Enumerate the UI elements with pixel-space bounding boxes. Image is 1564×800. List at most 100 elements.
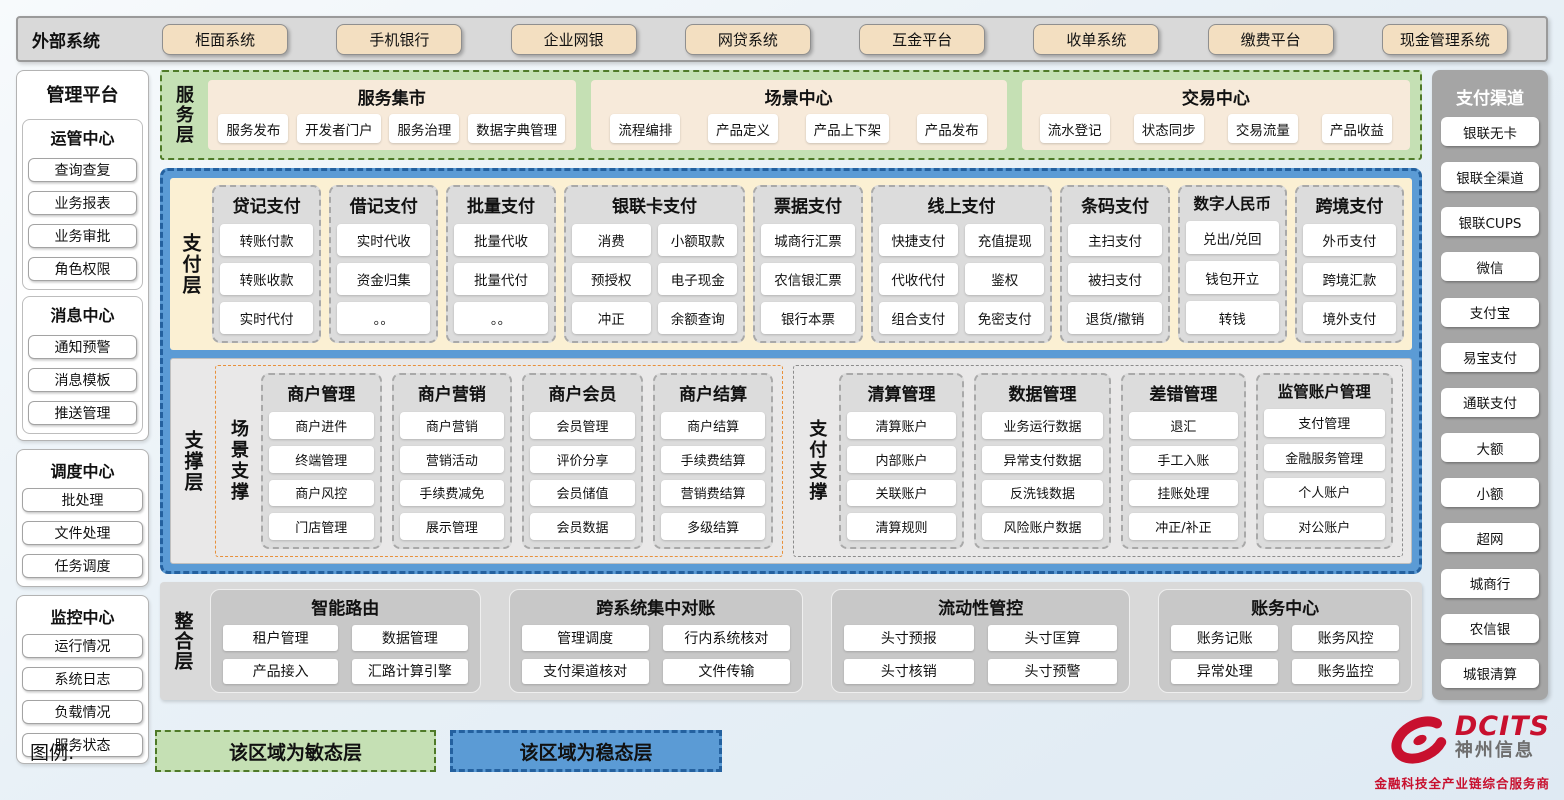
diagram-node: 转账付款 [220, 224, 313, 256]
integration-sections: 智能路由 租户管理数据管理产品接入汇路计算引擎 跨系统集中对账 管理调度行内系统… [210, 589, 1412, 693]
diagram-node: 营销费结算 [661, 480, 766, 507]
column-items: 支付管理金融服务管理个人账户对公账户 [1264, 409, 1385, 540]
diagram-node: 金融服务管理 [1264, 444, 1385, 472]
column-title: 清算管理 [847, 380, 955, 405]
diagram-node: 主扫支付 [1068, 224, 1161, 256]
diagram-node: 状态同步 [1134, 114, 1204, 143]
payment-channels-title: 支付渠道 [1441, 78, 1539, 113]
column-items: 业务运行数据异常支付数据反洗钱数据风险账户数据 [982, 412, 1103, 540]
column-title: 线上支付 [879, 192, 1045, 217]
section-title: 智能路由 [223, 594, 468, 619]
diagram-node: 负载情况 [22, 700, 143, 724]
section-title: 场景中心 [601, 84, 997, 109]
diagram-node: 开发者门户 [297, 114, 381, 143]
external-system-node: 柜面系统 [162, 24, 288, 55]
external-systems-title: 外部系统 [32, 27, 128, 52]
diagram-node: 城商行汇票 [761, 224, 854, 256]
column-barcode-payment: 条码支付 主扫支付被扫支付退货/撤销 [1060, 185, 1169, 343]
diagram-node: 充值提现 [965, 224, 1044, 256]
diagram-node: 产品收益 [1322, 114, 1392, 143]
column-unionpay-card: 银联卡支付 消费小额取款预授权电子现金冲正余额查询 [564, 185, 746, 343]
diagram-node: 异常处理 [1171, 659, 1278, 685]
diagram-node: 清算账户 [847, 412, 955, 439]
diagram-node: 任务调度 [22, 554, 143, 578]
diagram-node: 评价分享 [530, 446, 635, 473]
section-cross-system-reconciliation: 跨系统集中对账 管理调度行内系统核对支付渠道核对文件传输 [509, 589, 803, 693]
diagram-node: 跨境汇款 [1303, 263, 1396, 295]
diagram-node: 手续费结算 [661, 446, 766, 473]
diagram-node: 手工入账 [1129, 446, 1237, 473]
column-bill-payment: 票据支付 城商行汇票农信银汇票银行本票 [753, 185, 862, 343]
diagram-node: 头寸匡算 [988, 625, 1118, 651]
group-title: 消息中心 [28, 302, 137, 326]
column-items: 商户营销营销活动手续费减免展示管理 [400, 412, 505, 540]
payment-columns: 贷记支付 转账付款转账收款实时代付 借记支付 实时代收资金归集。。 批量支付 批… [212, 185, 1404, 343]
diagram-node: 文件处理 [22, 521, 143, 545]
logo-tagline: 金融科技全产业链综合服务商 [1360, 773, 1550, 792]
support-layer-label: 支撑层 [179, 365, 207, 557]
service-layer-sections: 服务集市 服务发布开发者门户服务治理数据字典管理 场景中心 流程编排产品定义产品… [208, 80, 1410, 150]
group-title: 监控中心 [22, 602, 143, 634]
diagram-node: 多级结算 [661, 513, 766, 540]
column-items: 实时代收资金归集。。 [337, 224, 430, 334]
diagram-node: 批量代付 [454, 263, 547, 295]
channel-node: 超网 [1441, 523, 1539, 552]
section-title: 跨系统集中对账 [522, 594, 790, 619]
diagram-node: 支付渠道核对 [522, 659, 649, 685]
diagram-node: 流程编排 [610, 114, 680, 143]
diagram-node: 终端管理 [269, 446, 374, 473]
channel-node: 农信银 [1441, 614, 1539, 643]
column-title: 差错管理 [1129, 380, 1237, 405]
management-platform-sidebar: 管理平台 运管中心 查询查复业务报表业务审批角色权限 消息中心 通知预警消息模板… [16, 70, 149, 700]
channel-node: 城银清算 [1441, 659, 1539, 688]
section-items: 管理调度行内系统核对支付渠道核对文件传输 [522, 625, 790, 684]
external-system-node: 收单系统 [1033, 24, 1159, 55]
group-label: 场景支撑 [225, 373, 251, 549]
diagram-node: 系统日志 [22, 667, 143, 691]
service-layer-label: 服务层 [170, 78, 196, 152]
section-title: 流动性管控 [844, 594, 1117, 619]
diagram-node: 产品定义 [708, 114, 778, 143]
column-items: 兑出/兑回钱包开立转钱 [1186, 221, 1279, 334]
column-items: 快捷支付充值提现代收代付鉴权组合支付免密支付 [879, 224, 1045, 334]
column-merchant-marketing: 商户营销 商户营销营销活动手续费减免展示管理 [392, 373, 513, 549]
section-items: 租户管理数据管理产品接入汇路计算引擎 [223, 625, 468, 684]
column-merchant-management: 商户管理 商户进件终端管理商户风控门店管理 [261, 373, 382, 549]
channel-node: 微信 [1441, 252, 1539, 281]
diagram-node: 农信银汇票 [761, 263, 854, 295]
legend-label: 图例: [30, 738, 74, 765]
column-items: 清算账户内部账户关联账户清算规则 [847, 412, 955, 540]
diagram-node: 实时代付 [220, 302, 313, 334]
column-title: 数字人民币 [1186, 192, 1279, 214]
integration-layer: 整合层 智能路由 租户管理数据管理产品接入汇路计算引擎 跨系统集中对账 管理调度… [160, 582, 1422, 700]
diagram-node: 交易流量 [1228, 114, 1298, 143]
diagram-node: 退货/撤销 [1068, 302, 1161, 334]
support-layer: 支撑层 场景支撑 商户管理 商户进件终端管理商户风控门店管理 商户营销 [170, 358, 1412, 564]
channel-node: 银联全渠道 [1441, 162, 1539, 191]
diagram-node: 商户风控 [269, 480, 374, 507]
column-items: 消费小额取款预授权电子现金冲正余额查询 [572, 224, 738, 334]
section-scene-center: 场景中心 流程编排产品定义产品上下架产品发布 [591, 80, 1007, 150]
diagram-node: 个人账户 [1264, 478, 1385, 506]
column-title: 银联卡支付 [572, 192, 738, 217]
group-columns: 清算管理 清算账户内部账户关联账户清算规则 数据管理 业务运行数据异常支付数据反… [839, 373, 1393, 549]
section-items: 账务记账账务风控异常处理账务监控 [1171, 625, 1399, 684]
diagram-node: 业务运行数据 [982, 412, 1103, 439]
diagram-node: 推送管理 [28, 401, 137, 425]
column-items: 会员管理评价分享会员储值会员数据 [530, 412, 635, 540]
diagram-node: 展示管理 [400, 513, 505, 540]
column-items: 主扫支付被扫支付退货/撤销 [1068, 224, 1161, 334]
column-title: 跨境支付 [1303, 192, 1396, 217]
section-title: 交易中心 [1032, 84, 1400, 109]
diagram-node: 产品接入 [223, 659, 338, 685]
group-items: 批处理文件处理任务调度 [22, 488, 143, 578]
section-liquidity-control: 流动性管控 头寸预报头寸匡算头寸核销头寸预警 [831, 589, 1130, 693]
diagram-node: 鉴权 [965, 263, 1044, 295]
diagram-node: 行内系统核对 [663, 625, 790, 651]
diagram-node: 门店管理 [269, 513, 374, 540]
section-title: 服务集市 [218, 84, 566, 109]
diagram-node: 汇路计算引擎 [352, 659, 467, 685]
diagram-node: 预授权 [572, 263, 651, 295]
diagram-node: 消费 [572, 224, 651, 256]
diagram-node: 电子现金 [658, 263, 737, 295]
